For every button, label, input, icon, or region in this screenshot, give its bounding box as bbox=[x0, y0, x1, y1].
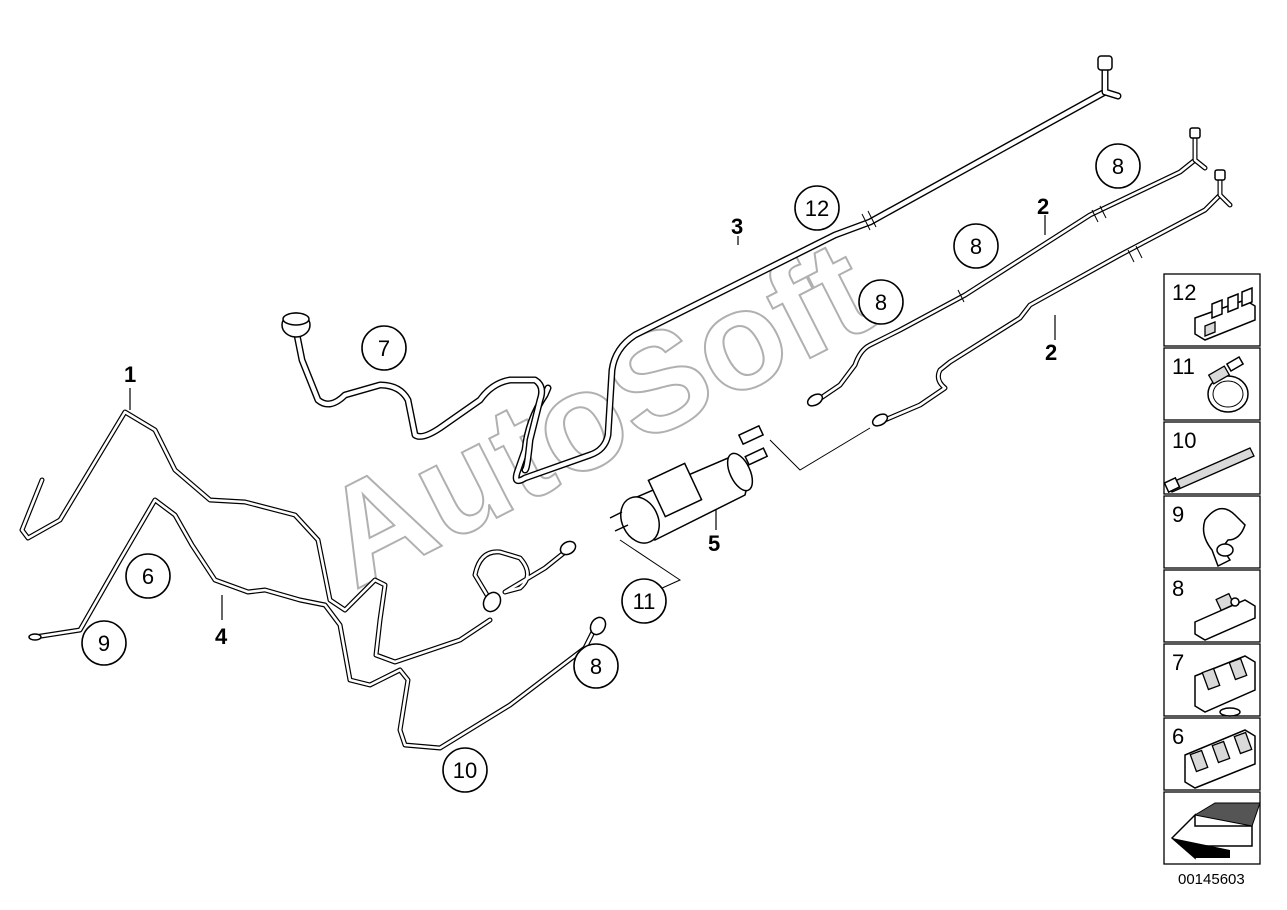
label-2-bottom: 2 bbox=[1045, 340, 1057, 365]
single-clip-icon bbox=[1194, 592, 1256, 641]
callout-11: 11 bbox=[621, 578, 667, 624]
watermark: AutoSoft bbox=[296, 208, 896, 618]
svg-text:6: 6 bbox=[142, 564, 154, 589]
svg-text:AutoSoft: AutoSoft bbox=[297, 209, 895, 617]
parts-legend: 12 11 10 9 8 7 6 bbox=[1163, 273, 1261, 865]
svg-text:10: 10 bbox=[453, 758, 477, 783]
legend-number-8: 8 bbox=[1172, 576, 1184, 601]
callout-8-left: 8 bbox=[858, 279, 904, 325]
fuel-pipe-4 bbox=[28, 497, 607, 751]
label-5: 5 bbox=[708, 531, 720, 556]
svg-text:8: 8 bbox=[970, 234, 982, 259]
svg-text:8: 8 bbox=[1112, 154, 1124, 179]
legend-number-9: 9 bbox=[1172, 502, 1184, 527]
callout-8-mid: 8 bbox=[953, 223, 999, 269]
callout-10: 10 bbox=[442, 747, 488, 793]
double-clip-icon bbox=[1194, 655, 1256, 717]
legend-number-12: 12 bbox=[1172, 280, 1196, 305]
diagram-number: 00145603 bbox=[1178, 871, 1245, 888]
legend-number-11: 11 bbox=[1172, 354, 1195, 379]
fuel-pipe-2-lower bbox=[871, 169, 1233, 427]
arrow-left-icon bbox=[1170, 802, 1261, 860]
triple-clip-icon bbox=[1194, 286, 1256, 341]
svg-text:8: 8 bbox=[590, 654, 602, 679]
fuel-pipe-2-upper bbox=[806, 127, 1208, 407]
legend-number-7: 7 bbox=[1172, 650, 1184, 675]
callout-7: 7 bbox=[361, 325, 407, 371]
fuel-pipe-7-run bbox=[281, 312, 546, 474]
filter-loop-line bbox=[472, 540, 577, 613]
fuel-pipe-1 bbox=[19, 409, 493, 665]
callout-12: 12 bbox=[794, 185, 840, 231]
fuel-filter-5 bbox=[609, 424, 871, 599]
label-4: 4 bbox=[215, 624, 228, 649]
label-2-top: 2 bbox=[1037, 194, 1049, 219]
svg-text:11: 11 bbox=[633, 589, 656, 614]
fuel-pipe-3 bbox=[512, 55, 1122, 485]
svg-text:7: 7 bbox=[378, 336, 390, 361]
hose-clamp-icon bbox=[1207, 356, 1249, 413]
triple-clip-icon bbox=[1184, 729, 1256, 789]
callout-6: 6 bbox=[125, 553, 171, 599]
callout-8-upper-right: 8 bbox=[1095, 143, 1141, 189]
legend-number-10: 10 bbox=[1172, 428, 1196, 453]
label-1: 1 bbox=[124, 362, 136, 387]
callout-8-bottom: 8 bbox=[573, 643, 619, 689]
svg-text:9: 9 bbox=[98, 631, 110, 656]
svg-text:8: 8 bbox=[875, 290, 887, 315]
legend-number-6: 6 bbox=[1172, 724, 1184, 749]
cable-tie-icon bbox=[1163, 447, 1255, 494]
leaders bbox=[129, 215, 1056, 620]
label-3: 3 bbox=[731, 214, 743, 239]
pipe-holder-icon bbox=[1202, 507, 1246, 568]
callout-9: 9 bbox=[81, 620, 127, 666]
svg-text:12: 12 bbox=[805, 196, 829, 221]
